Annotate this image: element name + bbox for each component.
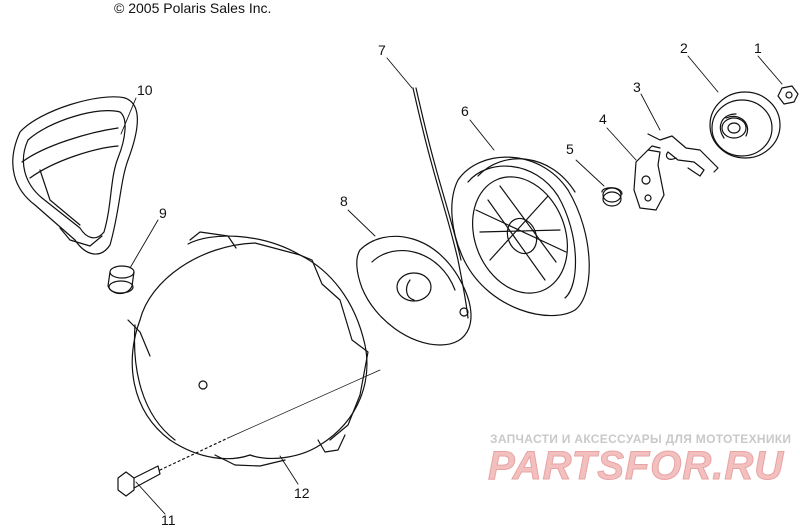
part-7-rope (412, 87, 469, 319)
leader-lines (120, 55, 783, 515)
part-12-housing (127, 231, 369, 467)
callout-1: 1 (754, 40, 762, 56)
copyright-notice: © 2005 Polaris Sales Inc. (114, 0, 272, 16)
watermark-tagline: ЗАПЧАСТИ И АКСЕССУАРЫ ДЛЯ МОТОТЕХНИКИ (490, 432, 792, 446)
watermark-brand: PARTSFOR.RU (487, 444, 785, 489)
callout-11: 11 (161, 512, 176, 528)
callout-12: 12 (294, 485, 310, 501)
part-10-handle (12, 96, 138, 255)
part-11-bolt (117, 369, 381, 497)
part-1-nut (777, 85, 799, 105)
part-2-reel (709, 91, 781, 159)
callout-6: 6 (461, 103, 469, 119)
callout-3: 3 (633, 79, 641, 95)
callout-labels: 1 2 3 4 5 6 7 8 9 10 11 12 (137, 40, 762, 528)
callout-7: 7 (378, 42, 386, 58)
callout-5: 5 (566, 141, 574, 157)
callout-4: 4 (599, 111, 607, 127)
part-4-pawl (633, 145, 665, 211)
callout-8: 8 (340, 193, 348, 209)
part-5-spring (601, 187, 623, 207)
part-9-bushing (107, 265, 135, 295)
callout-2: 2 (680, 40, 688, 56)
part-8-plate (356, 235, 472, 346)
part-6-pulley (451, 156, 590, 317)
callout-9: 9 (159, 205, 167, 221)
part-3-spring (647, 133, 719, 177)
callout-10: 10 (137, 82, 153, 98)
